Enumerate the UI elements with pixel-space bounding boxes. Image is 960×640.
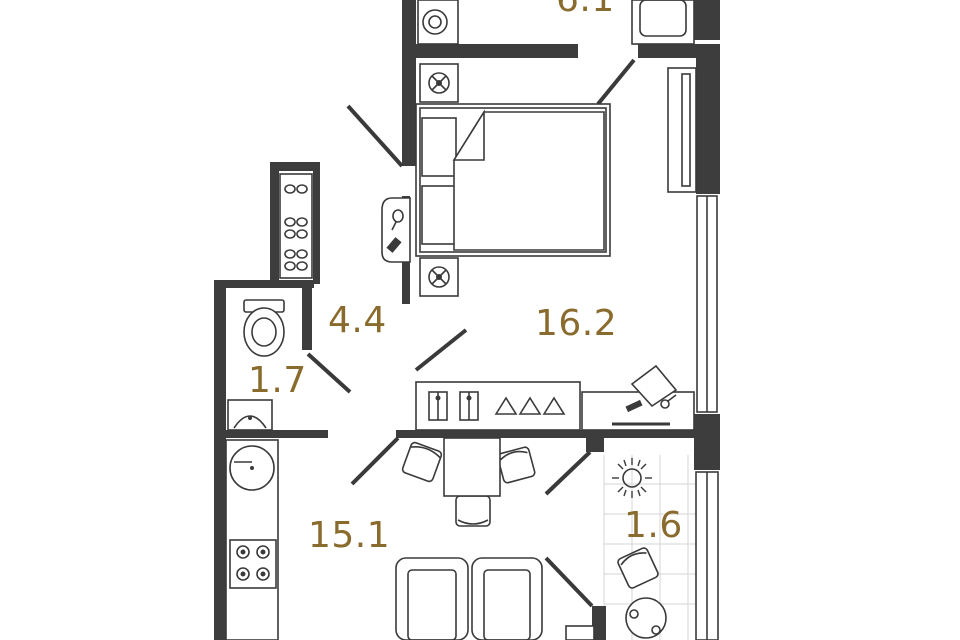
armchair-icon [395,557,543,640]
area-label-bathroom: 6.1 [556,0,615,18]
bathtub-icon [631,0,695,45]
area-label-hallway: 4.4 [328,300,387,341]
toilet-icon [243,299,285,357]
washing-machine-icon [417,0,459,45]
kitchen-sink-icon [229,445,275,491]
plant-icon [612,458,652,498]
area-label-kitchen-living: 15.1 [308,515,391,556]
area-label-balcony: 1.6 [624,505,683,546]
doors [306,58,636,608]
stove-icon [229,539,277,589]
round-table-icon [565,597,667,640]
bed-icon [415,103,611,257]
mirror-icon [381,197,411,263]
windows [695,195,719,640]
tv-icon [667,67,697,193]
shoe-rack-icon [279,173,313,279]
walls [214,0,720,640]
sink-icon [227,399,273,431]
nightstand-icon [419,63,459,297]
dining-table-icon [443,437,501,497]
area-label-toilet: 1.7 [248,360,307,401]
desk-icon [581,364,695,431]
chair-icon [401,441,659,589]
wardrobe-icon [415,381,581,431]
area-label-bedroom: 16.2 [535,303,618,344]
